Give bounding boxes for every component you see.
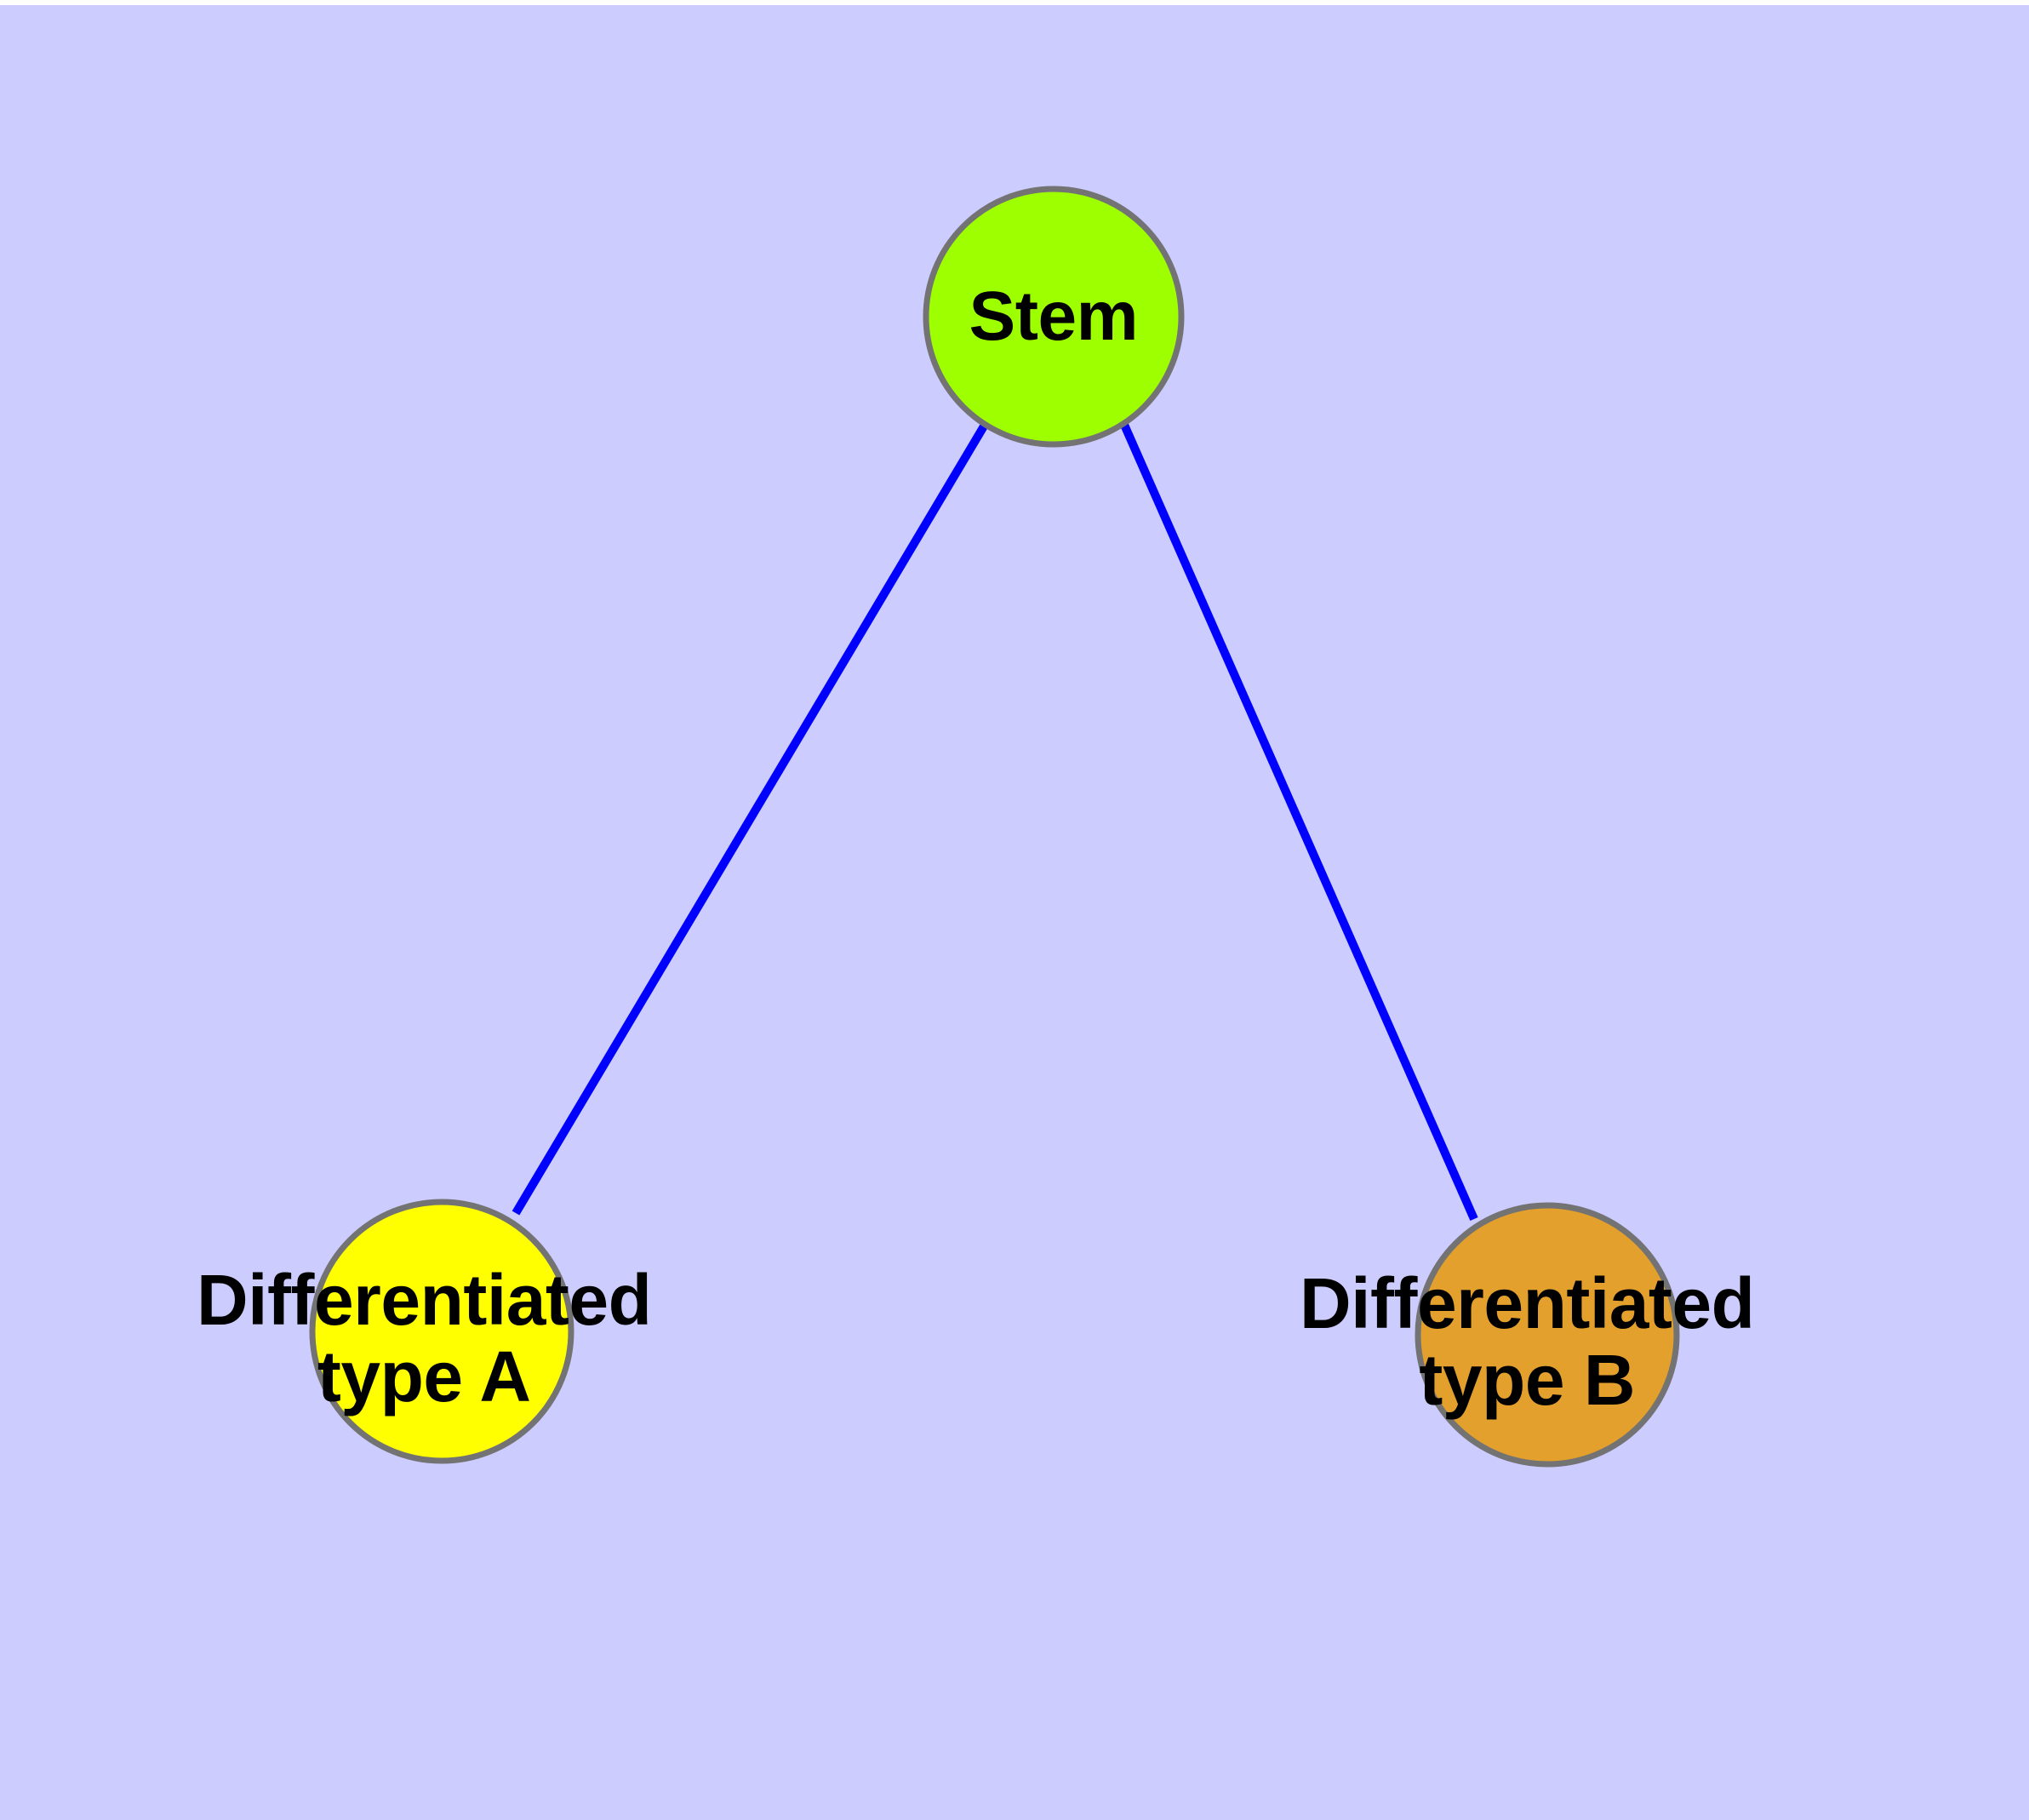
edge-layer — [512, 422, 1478, 1222]
node-differentiated-type-b[interactable] — [1415, 1202, 1680, 1468]
edge-stem-to-differentiated-type-b[interactable] — [1120, 422, 1478, 1222]
edge-stem-to-differentiated-type-a[interactable] — [512, 422, 989, 1216]
node-differentiated-type-a[interactable] — [309, 1199, 574, 1464]
node-layer — [309, 186, 1680, 1468]
node-stem[interactable] — [923, 186, 1185, 448]
